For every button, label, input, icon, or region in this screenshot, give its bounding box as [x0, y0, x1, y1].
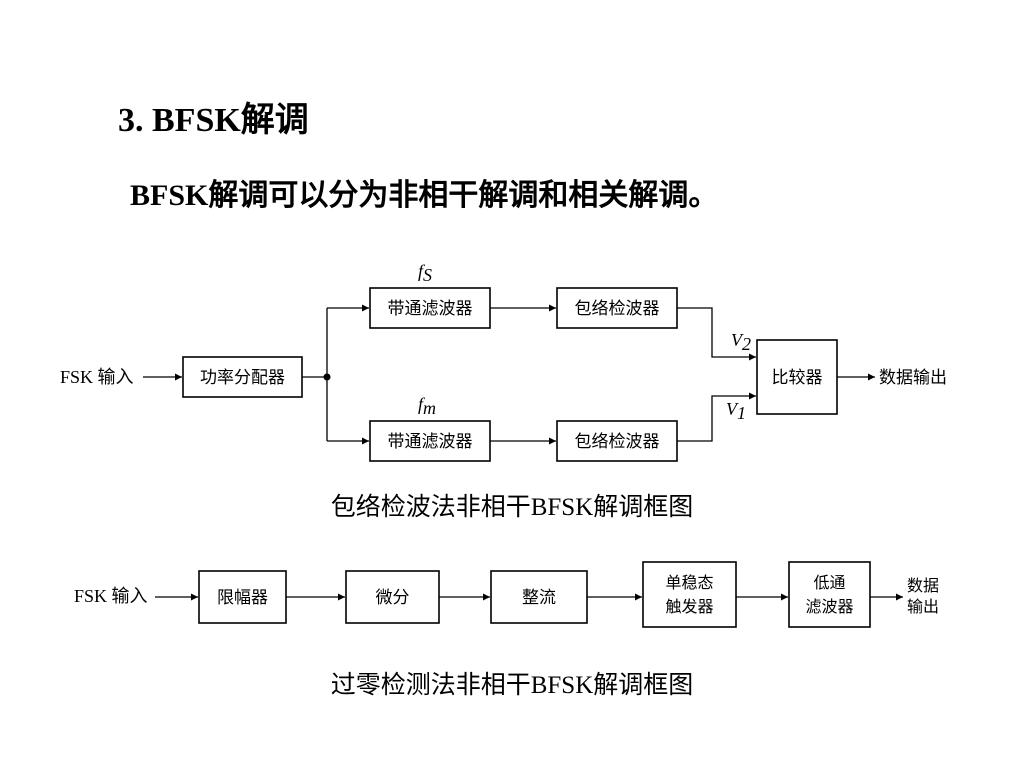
lower-output-label: V1 [726, 399, 746, 423]
differentiator-block [345, 570, 440, 624]
lowpass-label-line1: 低通 [813, 573, 845, 592]
d2-input-label: FSK 输入 [74, 586, 148, 606]
d1-output-label: 数据输出 [879, 368, 947, 388]
lower-bandpass-filter-label: 带通滤波器 [388, 432, 473, 452]
lowpass-label-line2: 滤波器 [805, 597, 853, 616]
lower-bandpass-filter-block [369, 420, 491, 462]
upper-freq-label: fS [418, 261, 432, 285]
limiter-block [198, 570, 287, 624]
upper-output-label: V2 [731, 330, 751, 354]
limiter-label: 限幅器 [217, 588, 268, 608]
diagram1-caption: 包络检波法非相干BFSK解调框图 [330, 494, 694, 521]
comparator-label: 比较器 [772, 368, 823, 388]
d2-output-label-line2: 输出 [907, 597, 939, 616]
monostable-trigger-block [642, 561, 737, 628]
rectifier-block [490, 570, 588, 624]
upper-envelope-detector-label: 包络检波器 [575, 299, 660, 319]
zero-crossing-diagram: FSK 输入 限幅器 微分 整流 单稳态 触发器 低通 滤波器 数据 输出 [74, 561, 939, 628]
d1-upper-to-comparator [677, 307, 756, 361]
power-splitter-block [182, 356, 303, 398]
d1-input-label: FSK 输入 [60, 367, 134, 387]
slide-subtitle: BFSK解调可以分为非相干解调和相关解调。 [130, 179, 719, 212]
d2-output-label-line1: 数据 [907, 576, 939, 595]
lower-envelope-detector-label: 包络检波器 [575, 432, 660, 452]
rectifier-label: 整流 [522, 588, 556, 608]
differentiator-label: 微分 [376, 588, 410, 608]
upper-bandpass-filter-block [369, 287, 491, 329]
monostable-label-line1: 单稳态 [665, 573, 713, 592]
diagram2-caption: 过零检测法非相干BFSK解调框图 [330, 672, 694, 699]
lowpass-filter-block [788, 561, 871, 628]
monostable-label-line2: 触发器 [665, 597, 713, 616]
envelope-detection-diagram: FSK 输入 功率分配器 fS 带通滤波器 包络检波器 V2 fm 带通滤波器 … [60, 261, 947, 462]
upper-envelope-detector-block [556, 287, 678, 329]
d1-lower-to-comparator [677, 392, 756, 442]
upper-bandpass-filter-label: 带通滤波器 [388, 299, 473, 319]
slide-title: 3. BFSK解调 [118, 102, 309, 139]
power-splitter-label: 功率分配器 [200, 368, 285, 388]
comparator-block [756, 339, 838, 415]
lower-freq-label: fm [418, 394, 436, 418]
